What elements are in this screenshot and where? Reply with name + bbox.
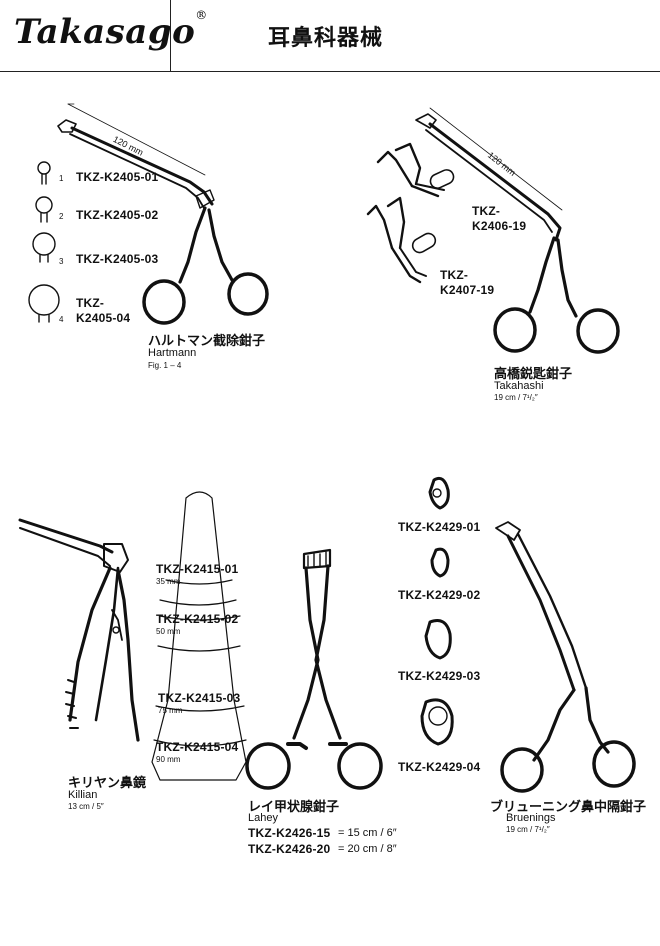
takahashi-name-jp: 高橋鋭匙鉗子 <box>494 366 573 381</box>
takahashi-item-2-code-line1: TKZ- <box>440 268 469 282</box>
takahashi-forceps-illustration <box>415 107 620 354</box>
blade-item-2-code: TKZ-K2415-02 <box>156 612 239 626</box>
blade-item-4-code: TKZ-K2415-04 <box>156 740 239 754</box>
hartmann-item-2-number: 2 <box>59 212 64 221</box>
blade-item-1-code: TKZ-K2415-01 <box>156 562 239 576</box>
killian-speculum-illustration <box>18 518 140 742</box>
tip-item-1-code: TKZ-K2429-01 <box>398 520 481 534</box>
lahey-name-jp: レイ甲状腺鉗子 <box>248 799 340 814</box>
takahashi-item-1-code-line2: K2406-19 <box>472 219 527 233</box>
takahashi-item-1-code-line1: TKZ- <box>472 204 501 218</box>
killian-size: 13 cm / 5″ <box>68 802 104 811</box>
lahey-variant-2-size: = 20 cm / 8″ <box>338 843 397 855</box>
blade-item-1-length: 35 mm <box>156 577 181 586</box>
hartmann-name-en: Hartmann <box>148 347 197 359</box>
hartmann-item-2-code: TKZ-K2405-02 <box>76 208 159 222</box>
bruenings-forceps-illustration <box>495 521 636 793</box>
lahey-variant-2-code: TKZ-K2426-20 <box>248 842 331 856</box>
hartmann-item-1-number: 1 <box>59 174 64 183</box>
hartmann-item-4-code-line2: K2405-04 <box>76 311 131 325</box>
hartmann-item-3-number: 3 <box>59 257 64 266</box>
takahashi-item-2-code-line2: K2407-19 <box>440 283 495 297</box>
takahashi-tip-details <box>366 142 455 284</box>
header-divider <box>170 0 171 72</box>
hartmann-item-1-code: TKZ-K2405-01 <box>76 170 159 184</box>
killian-name-jp: キリヤン鼻鏡 <box>68 775 147 790</box>
bruenings-size: 19 cm / 7¹/₂″ <box>506 825 550 834</box>
blade-item-3-length: 75 mm <box>158 706 183 715</box>
hartmann-name-jp: ハルトマン截除鉗子 <box>148 333 266 348</box>
hartmann-forceps-illustration <box>57 103 269 325</box>
tip-item-4-code: TKZ-K2429-04 <box>398 760 481 774</box>
page-title: 耳鼻科器械 <box>268 25 384 50</box>
takahashi-size: 19 cm / 7¹/₂″ <box>494 393 538 402</box>
speculum-blade-outlines <box>151 491 247 781</box>
bruenings-name-en: Bruenings <box>506 812 556 824</box>
lahey-name-en: Lahey <box>248 812 278 824</box>
takahashi-name-en: Takahashi <box>494 380 544 392</box>
hartmann-item-4-code-line1: TKZ- <box>76 296 105 310</box>
hartmann-fig: Fig. 1 – 4 <box>148 361 182 370</box>
hartmann-item-3-code: TKZ-K2405-03 <box>76 252 159 266</box>
hartmann-item-4-number: 4 <box>59 315 64 324</box>
lahey-variant-1-size: = 15 cm / 6″ <box>338 827 397 839</box>
lahey-variant-1-code: TKZ-K2426-15 <box>248 826 331 840</box>
bruenings-name-jp: ブリューニング鼻中隔鉗子 <box>490 799 647 814</box>
header-rule <box>0 71 660 72</box>
lahey-forceps-illustration <box>245 548 383 790</box>
blade-item-3-code: TKZ-K2415-03 <box>158 691 241 705</box>
blade-item-4-length: 90 mm <box>156 755 181 764</box>
tip-item-2-code: TKZ-K2429-02 <box>398 588 481 602</box>
header: Takasago® 耳鼻科器械 <box>0 0 660 72</box>
killian-name-en: Killian <box>68 789 98 801</box>
hartmann-tip-sizes <box>28 161 60 323</box>
tip-item-3-code: TKZ-K2429-03 <box>398 669 481 683</box>
blade-item-2-length: 50 mm <box>156 627 181 636</box>
tip-loop-illustrations <box>420 476 454 746</box>
brand-logo: Takasago® <box>14 8 208 52</box>
